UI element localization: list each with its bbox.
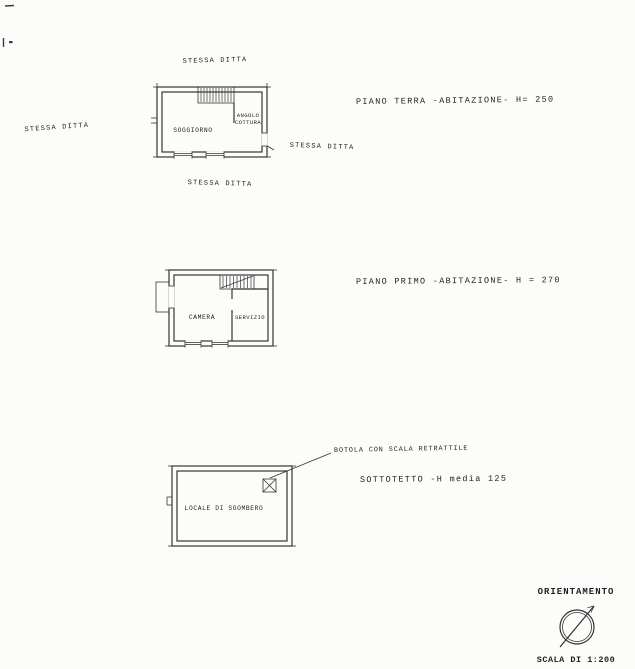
first-balcony bbox=[155, 281, 175, 313]
neighbor-label-left: STESSA DITTA bbox=[24, 122, 89, 135]
compass-icon bbox=[559, 605, 595, 648]
caption-first-floor: PIANO PRIMO -ABITAZIONE- H = 270 bbox=[356, 275, 561, 287]
neighbor-label-top: STESSA DITTA bbox=[182, 56, 247, 66]
first-outer-wall bbox=[168, 269, 274, 347]
attic-plan: LOCALE DI SGOMBERO bbox=[166, 452, 332, 547]
caption-attic: SOTTOTETTO -H media 125 bbox=[360, 474, 507, 485]
room-label-servizio: SERVIZIO bbox=[235, 314, 265, 321]
attic-trapdoor bbox=[262, 478, 277, 493]
ground-floor-plan: SOGGIORNO ANGOLO COTTURA bbox=[151, 83, 275, 159]
first-window-1 bbox=[184, 340, 202, 348]
ground-window-1 bbox=[173, 151, 193, 159]
room-label-camera: CAMERA bbox=[189, 314, 215, 321]
first-window-2 bbox=[211, 340, 229, 348]
first-partition bbox=[231, 288, 268, 341]
neighbor-label-right: STESSA DITTA bbox=[290, 142, 355, 152]
orientation-block: ORIENTAMENTO SCALA DI 1:200 bbox=[537, 587, 615, 665]
room-label-locale-di-sgombero: LOCALE DI SGOMBERO bbox=[185, 505, 264, 512]
room-label-soggiorno: SOGGIORNO bbox=[173, 127, 212, 134]
ground-staircase bbox=[197, 86, 235, 104]
first-staircase bbox=[219, 274, 255, 290]
room-label-angolo: ANGOLO bbox=[237, 112, 260, 119]
attic-inner-wall bbox=[176, 470, 288, 542]
orientation-label: ORIENTAMENTO bbox=[538, 587, 615, 597]
attic-left-tick bbox=[166, 496, 172, 506]
first-floor-plan: CAMERA SERVIZIO bbox=[155, 269, 277, 348]
annotation-leader-line bbox=[269, 452, 332, 479]
annotation-botola: BOTOLA CON SCALA RETRATTILE bbox=[334, 445, 469, 455]
attic-outer-wall bbox=[171, 465, 293, 547]
room-label-cottura: COTTURA bbox=[235, 119, 262, 126]
scan-artifact-marks bbox=[2, 4, 15, 47]
ground-door-right bbox=[261, 132, 275, 151]
scale-label: SCALA DI 1:200 bbox=[537, 655, 615, 665]
neighbor-label-bottom: STESSA DITTA bbox=[188, 179, 253, 189]
caption-ground-floor: PIANO TERRA -ABITAZIONE- H= 250 bbox=[356, 95, 555, 107]
ground-window-2 bbox=[205, 151, 225, 159]
